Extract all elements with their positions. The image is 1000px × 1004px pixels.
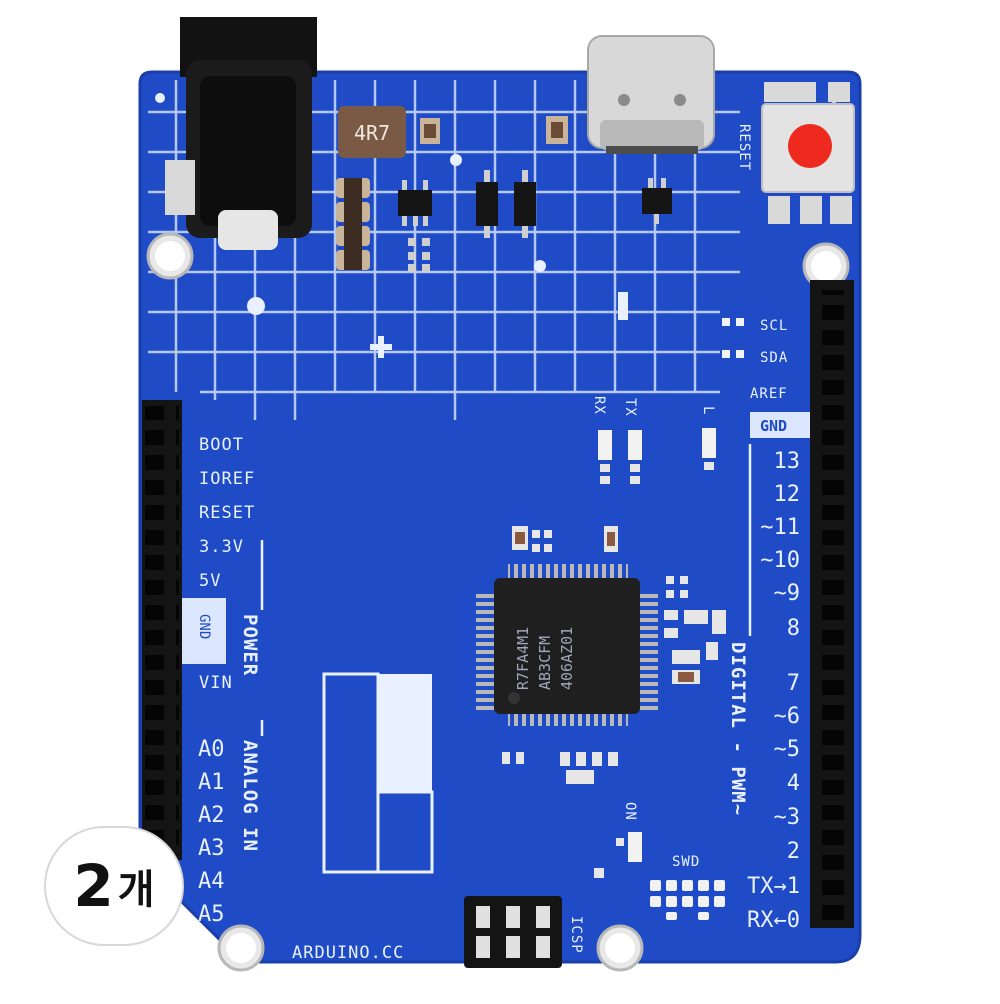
i2c-pads (722, 318, 744, 358)
pin-label-d9: ~9 (774, 581, 801, 606)
pin-label-d5: ~5 (774, 737, 801, 762)
silkscreen-boxes (322, 672, 434, 874)
ic-leads (402, 170, 666, 272)
pin-label-ioref: IOREF (199, 469, 255, 489)
led-label-l: L (700, 406, 716, 415)
chip-passive-centers (515, 532, 694, 682)
usb-c-connector (587, 35, 715, 154)
pin-label-scl: SCL (760, 318, 788, 334)
website-label: ARDUINO.CC (292, 943, 404, 963)
power-pin-labels: BOOT IOREF RESET 3.3V 5V GND VIN (182, 435, 255, 693)
icsp-label: ICSP (568, 916, 584, 954)
led-label-on: ON (622, 802, 638, 821)
pin-label-3v3: 3.3V (199, 537, 244, 557)
microcontroller-chip (476, 564, 658, 726)
led-label-rx: RX (591, 396, 607, 415)
pin-label-d1: TX→1 (747, 874, 800, 899)
grid-dots (155, 93, 839, 358)
reset-label: RESET (736, 124, 752, 171)
swd-pads (650, 880, 725, 920)
chip-line-2: AB3CFM (536, 636, 554, 690)
regulator-ics (398, 182, 672, 226)
pin-label-reset: RESET (199, 503, 255, 523)
pin-label-d13: 13 (774, 449, 801, 474)
mounting-holes (146, 232, 850, 972)
pin-label-d10: ~10 (760, 548, 800, 573)
pin-label-aref: AREF (750, 386, 788, 402)
dc-power-jack (165, 17, 317, 250)
led-label-tx: TX (622, 398, 638, 417)
pin-label-a1: A1 (198, 770, 225, 795)
digital-pin-labels: 13 12 ~11 ~10 ~9 8 7 ~6 ~5 4 ~3 2 TX→1 R… (747, 449, 800, 933)
digital-section-label: DIGITAL - PWM~ (727, 642, 749, 816)
pin-label-d0: RX←0 (747, 908, 800, 933)
pin-label-d6: ~6 (774, 704, 801, 729)
pin-label-a3: A3 (198, 836, 225, 861)
pin-label-d2: 2 (787, 839, 800, 864)
inductor-label: 4R7 (354, 121, 390, 145)
pin-label-vin: VIN (199, 673, 233, 693)
pin-label-gnd-top: GND (760, 417, 787, 435)
pin-label-d12: 12 (774, 482, 801, 507)
pin-label-d3: ~3 (774, 805, 801, 830)
chip-line-3: 406AZ01 (558, 627, 576, 690)
analog-pin-labels: A0 A1 A2 A3 A4 A5 (198, 737, 225, 927)
pin-label-sda: SDA (760, 350, 788, 366)
pin-label-d7: 7 (787, 671, 800, 696)
power-section-label: POWER (239, 614, 261, 676)
pin-label-d8: 8 (787, 616, 800, 641)
capacitor-stack (336, 116, 568, 270)
inductor: 4R7 (338, 106, 406, 158)
pin-label-a4: A4 (198, 869, 225, 894)
chip-marking: R7FA4M1 AB3CFM 406AZ01 (514, 627, 576, 690)
pin-label-d4: 4 (787, 771, 800, 796)
analog-section-label: ANALOG IN (239, 740, 261, 852)
icsp-header (464, 896, 562, 968)
pin-label-5v: 5V (199, 571, 221, 591)
quantity-unit: 개 (117, 867, 155, 913)
pin-label-a5: A5 (198, 902, 225, 927)
pin-label-boot: BOOT (199, 435, 244, 455)
pin-label-d11: ~11 (760, 515, 800, 540)
status-leds (598, 428, 716, 862)
chip-line-1: R7FA4M1 (514, 627, 532, 690)
swd-label: SWD (672, 854, 700, 870)
pin-label-gnd: GND (196, 614, 212, 639)
quantity-badge: 2 개 (44, 826, 184, 946)
pin-label-a0: A0 (198, 737, 225, 762)
quantity-number: 2 (73, 852, 114, 920)
pin-label-a2: A2 (198, 803, 225, 828)
reset-button[interactable] (761, 82, 855, 224)
